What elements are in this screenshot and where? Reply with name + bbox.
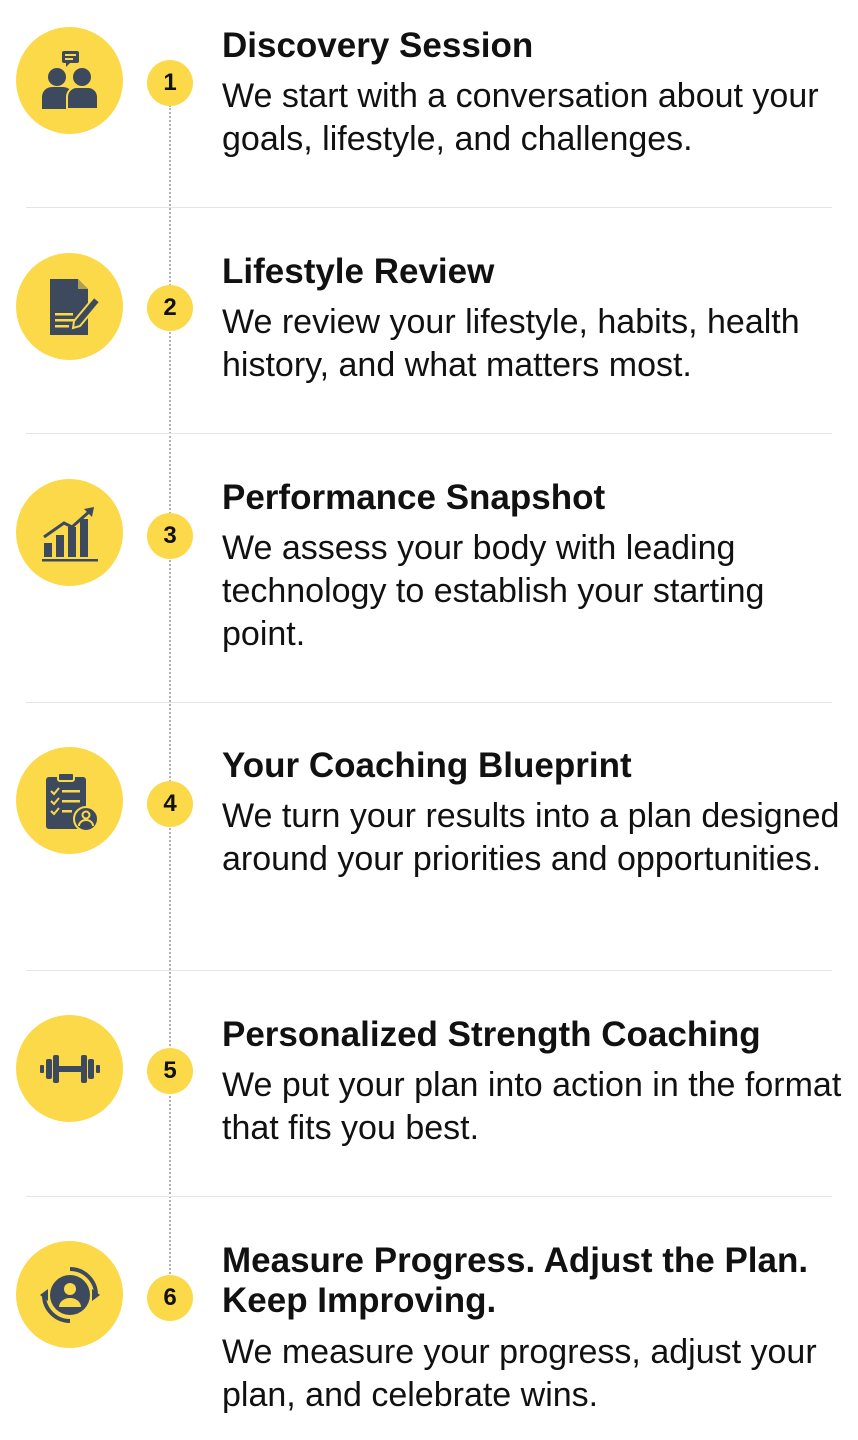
document-edit-icon	[16, 253, 123, 360]
dumbbell-icon	[16, 1015, 123, 1122]
growth-chart-icon	[16, 479, 123, 586]
step-number-badge: 6	[147, 1275, 193, 1321]
step-description: We start with a conversation about your …	[222, 77, 819, 158]
step-description: We turn your results into a plan designe…	[222, 797, 840, 878]
step-description: We measure your progress, adjust your pl…	[222, 1333, 817, 1414]
step-number-badge: 4	[147, 781, 193, 827]
step-number-badge: 3	[147, 513, 193, 559]
timeline-line	[169, 105, 171, 1290]
consultation-icon	[16, 27, 123, 134]
divider	[26, 1196, 832, 1197]
step-title: Discovery Session	[222, 26, 534, 65]
step-title: Lifestyle Review	[222, 252, 495, 291]
step-title: Performance Snapshot	[222, 478, 606, 517]
step-title: Personalized Strength Coaching	[222, 1015, 761, 1054]
divider	[26, 433, 832, 434]
step-description: We review your lifestyle, habits, health…	[222, 303, 800, 384]
step-description: We put your plan into action in the form…	[222, 1066, 842, 1147]
step-number-badge: 5	[147, 1048, 193, 1094]
divider	[26, 702, 832, 703]
clipboard-profile-icon	[16, 747, 123, 854]
divider	[26, 207, 832, 208]
progress-cycle-icon	[16, 1241, 123, 1348]
step-title: Your Coaching Blueprint	[222, 746, 632, 785]
step-title: Measure Progress. Adjust the Plan. Keep …	[222, 1241, 809, 1320]
step-description: We assess your body with leading technol…	[222, 529, 765, 653]
step-number-badge: 1	[147, 60, 193, 106]
divider	[26, 970, 832, 971]
step-number-badge: 2	[147, 285, 193, 331]
